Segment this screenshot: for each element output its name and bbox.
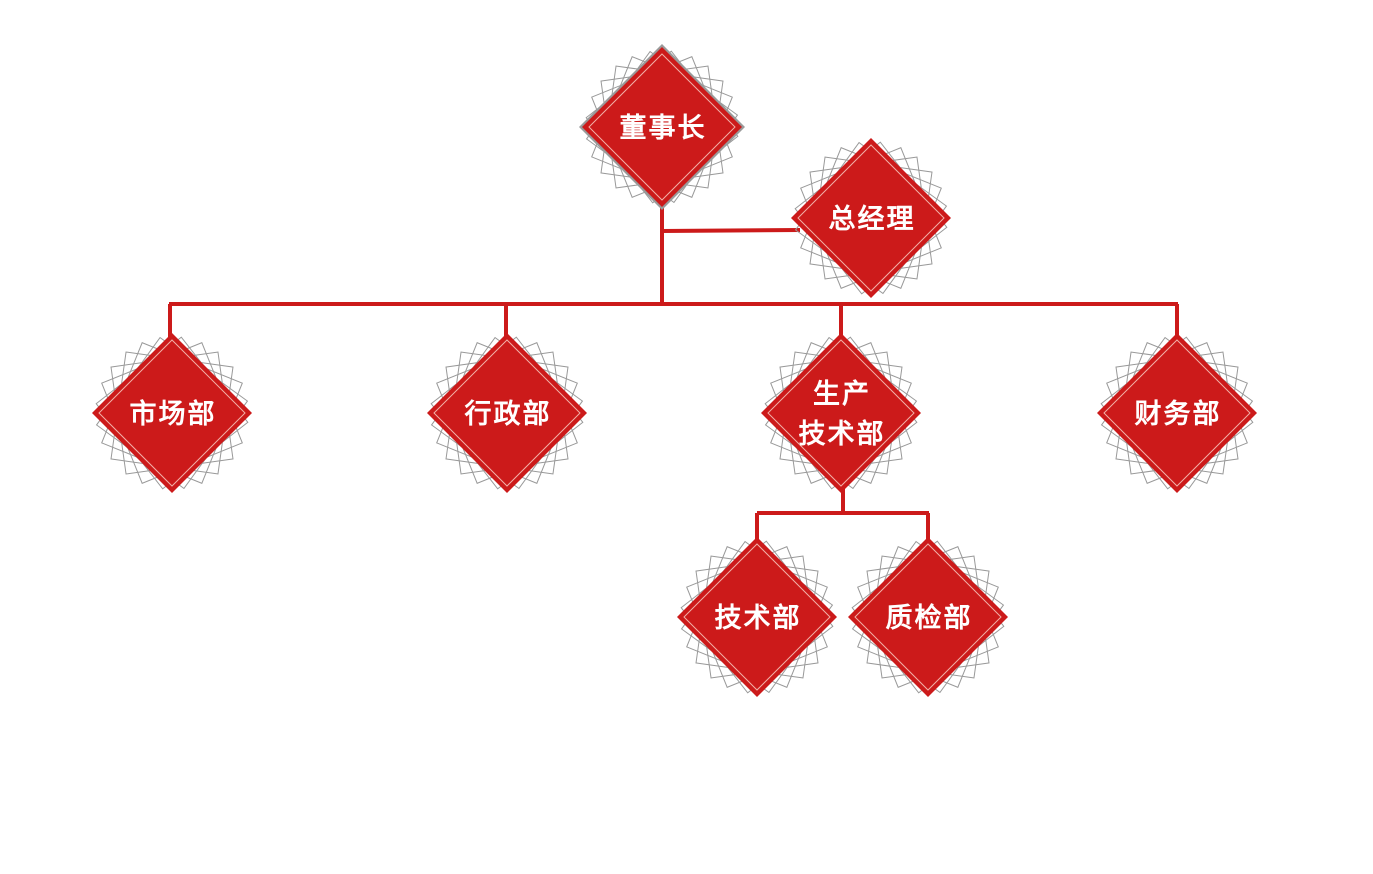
node-inner-border xyxy=(854,543,1002,691)
node-diamond xyxy=(427,333,587,493)
node-label: 技术部 xyxy=(715,602,802,634)
node-administration[interactable]: 行政部 xyxy=(427,333,587,493)
connectors xyxy=(168,205,1179,542)
connector-line xyxy=(661,228,801,233)
node-chairman[interactable]: 董事长 xyxy=(579,44,745,210)
node-label: 市场部 xyxy=(130,398,217,430)
node-diamond xyxy=(848,537,1008,697)
node-label: 技术部 xyxy=(799,418,886,450)
node-diamond xyxy=(791,138,951,298)
node-technology[interactable]: 技术部 xyxy=(677,537,837,697)
node-label: 生产 xyxy=(813,379,871,410)
node-label: 财务部 xyxy=(1135,398,1222,430)
node-inner-border xyxy=(1103,339,1251,487)
node-inner-border xyxy=(683,543,831,691)
nodes: 董事长总经理市场部行政部生产技术部财务部技术部质检部 xyxy=(92,44,1257,697)
node-finance[interactable]: 财务部 xyxy=(1097,333,1257,493)
node-diamond xyxy=(761,333,921,493)
node-quality[interactable]: 质检部 xyxy=(848,537,1008,697)
node-inner-border xyxy=(767,339,915,487)
node-diamond xyxy=(1097,333,1257,493)
node-general-manager[interactable]: 总经理 xyxy=(791,138,951,298)
node-label: 质检部 xyxy=(886,602,973,634)
node-inner-border xyxy=(797,144,945,292)
node-diamond xyxy=(92,333,252,493)
node-inner-border xyxy=(433,339,581,487)
node-label: 行政部 xyxy=(464,398,552,430)
node-label: 董事长 xyxy=(620,113,707,144)
node-diamond xyxy=(677,537,837,697)
node-inner-border xyxy=(98,339,246,487)
node-label: 总经理 xyxy=(829,203,916,235)
node-marketing[interactable]: 市场部 xyxy=(92,333,252,493)
node-inner-border xyxy=(588,53,736,201)
node-diamond xyxy=(582,47,742,207)
